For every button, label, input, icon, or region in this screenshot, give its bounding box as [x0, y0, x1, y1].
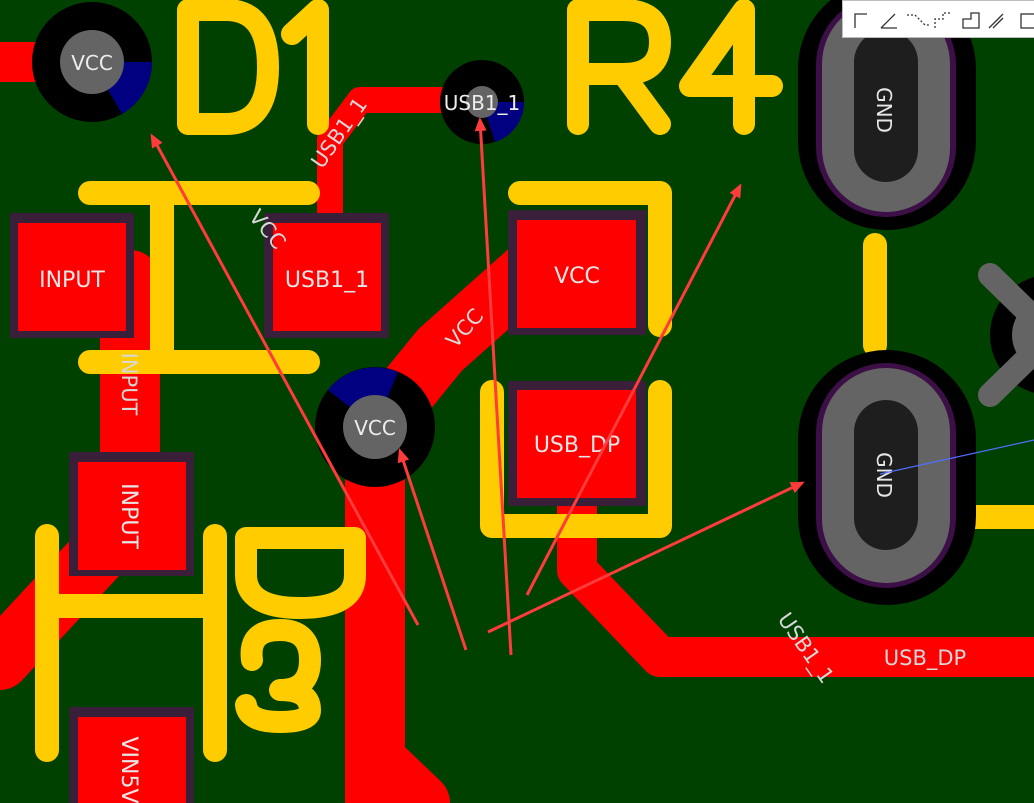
r4-pad-outline-top — [508, 181, 672, 337]
arrow-to-vcc-via-mid — [397, 448, 468, 651]
pad-label-input-1: INPUT — [39, 268, 105, 293]
arc-route-icon[interactable] — [934, 12, 951, 28]
via-vcc-top[interactable]: VCC — [32, 2, 153, 122]
r4-pad-outline-bottom — [480, 380, 672, 538]
frame-icon[interactable] — [1020, 13, 1034, 29]
designator-d1-glyph-d — [177, 0, 279, 135]
via-usb1-1[interactable]: USB1_1 — [440, 60, 525, 144]
ratsnest-line — [879, 439, 1034, 475]
pad-usb1-1[interactable]: USB1_1 — [264, 213, 389, 338]
pad-label-usb-dp: USB_DP — [534, 433, 620, 458]
gnd-label-bottom: GND — [872, 452, 896, 498]
d3-outline — [35, 524, 227, 762]
designator-d3-glyph-d — [235, 527, 366, 619]
annotation-arrows — [150, 117, 805, 656]
arrow-to-gnd-pad — [487, 481, 805, 634]
via-label-vcc-top: VCC — [71, 51, 113, 75]
designator-d3: D3 — [0, 0, 2, 1]
arrow-to-r4 — [525, 183, 742, 596]
pad-label-vcc: VCC — [554, 264, 600, 289]
arrow-to-usb1-1-via — [474, 117, 513, 656]
pad-input-2[interactable]: INPUT — [69, 452, 194, 576]
gnd-label-top: GND — [872, 87, 896, 133]
via-label-usb1-1: USB1_1 — [444, 91, 521, 115]
silkscreen-designators — [177, 0, 783, 733]
designator-d1-glyph-1 — [281, 0, 329, 135]
pad-input-1[interactable]: INPUT — [10, 213, 134, 338]
designator-r4-glyph-4 — [679, 0, 783, 135]
angle-route-icon[interactable] — [880, 13, 897, 29]
rectangle-route-icon[interactable] — [962, 12, 980, 29]
diagonal-route-icon[interactable] — [907, 14, 929, 26]
gnd-pad-top[interactable]: GND — [798, 0, 976, 230]
pad-label-input-2: INPUT — [116, 483, 141, 549]
arrow-to-vcc-via-top — [150, 133, 420, 626]
net-label-usb-dp-bottom: USB_DP — [884, 646, 966, 671]
pad-vcc[interactable]: VCC — [508, 210, 646, 335]
via-vcc-mid[interactable]: VCC — [315, 367, 435, 487]
designator-d3-glyph-3 — [235, 619, 321, 733]
trace-usb1-1[interactable] — [317, 87, 493, 233]
trace-vcc-lower[interactable] — [345, 730, 450, 803]
pad-label-vin5v: VIN5V — [116, 736, 141, 803]
corner-route-icon[interactable] — [854, 13, 867, 28]
designator-r4-glyph-r — [567, 0, 671, 135]
routing-toolbar — [842, 0, 1034, 38]
gnd-pad-bottom[interactable]: GND — [798, 350, 976, 605]
net-label-input-vert: INPUT — [117, 353, 141, 416]
silkscreen-outlines — [35, 181, 1034, 762]
pad-vin5v[interactable]: VIN5V — [69, 707, 194, 803]
d1-outline — [78, 181, 320, 374]
pad-label-usb1-1: USB1_1 — [285, 268, 369, 293]
via-label-vcc-mid: VCC — [354, 416, 396, 440]
multi-route-icon[interactable] — [988, 13, 1004, 29]
pad-usb-dp[interactable]: USB_DP — [508, 381, 646, 506]
connector-partial-right[interactable] — [978, 263, 1034, 407]
